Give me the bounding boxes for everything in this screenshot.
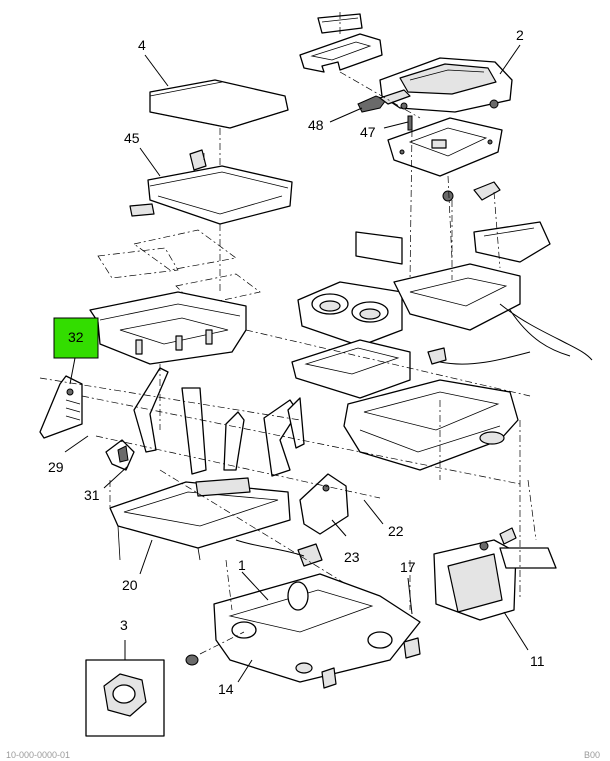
armrest-pad-part-4 (149, 79, 289, 129)
callout-23: 23 (344, 549, 360, 565)
latch-part-48 (357, 89, 411, 113)
grommet-parts (185, 637, 421, 689)
callout-14: 14 (218, 681, 234, 697)
clip-part-1 (235, 539, 323, 567)
callout-47: 47 (360, 124, 376, 140)
callout-3: 3 (120, 617, 128, 633)
callout-29: 29 (48, 459, 64, 475)
callout-48: 48 (308, 117, 324, 133)
armrest-base-part-45 (129, 149, 293, 225)
construction-lines (39, 71, 537, 655)
nut-box-part-3 (85, 659, 165, 737)
footer-left: 10-000-0000-01 (6, 750, 70, 760)
callout-2: 2 (516, 27, 524, 43)
callout-32: 32 (68, 329, 84, 345)
callout-45: 45 (124, 130, 140, 146)
callout-labels: 4 2 45 48 47 32 29 31 22 23 20 1 17 3 11… (48, 27, 545, 697)
access-door-panel (355, 221, 551, 265)
lid-hinge-frame (299, 10, 383, 73)
console-lower-tray (291, 339, 411, 399)
armrest-lid-part-2 (379, 57, 513, 113)
seat-frame-part-20 (109, 477, 291, 561)
console-upper-frame (393, 181, 521, 365)
callout-1: 1 (238, 557, 246, 573)
plate-part-32 (39, 375, 83, 439)
callout-4: 4 (138, 37, 146, 53)
lid-hinge-plate (387, 117, 503, 177)
leader-lines (64, 44, 529, 683)
bracket-part-23 (299, 473, 349, 535)
callout-11: 11 (530, 653, 545, 669)
cupholder-insert (297, 281, 403, 347)
callout-20: 20 (122, 577, 138, 593)
callout-22: 22 (388, 523, 404, 539)
screw-part-47 (407, 115, 413, 131)
storage-bin-part-11 (433, 527, 557, 621)
wiring-harness (439, 303, 593, 365)
footer-right: B00 (584, 750, 600, 760)
storage-bin-tray (89, 291, 247, 365)
hinge-brackets (133, 367, 305, 477)
callout-31: 31 (84, 487, 100, 503)
handle-part-31 (105, 439, 135, 471)
console-housing (343, 379, 519, 471)
callout-17: 17 (400, 559, 416, 575)
callout-32-highlight (53, 317, 99, 359)
console-base-part-14 (213, 573, 421, 683)
